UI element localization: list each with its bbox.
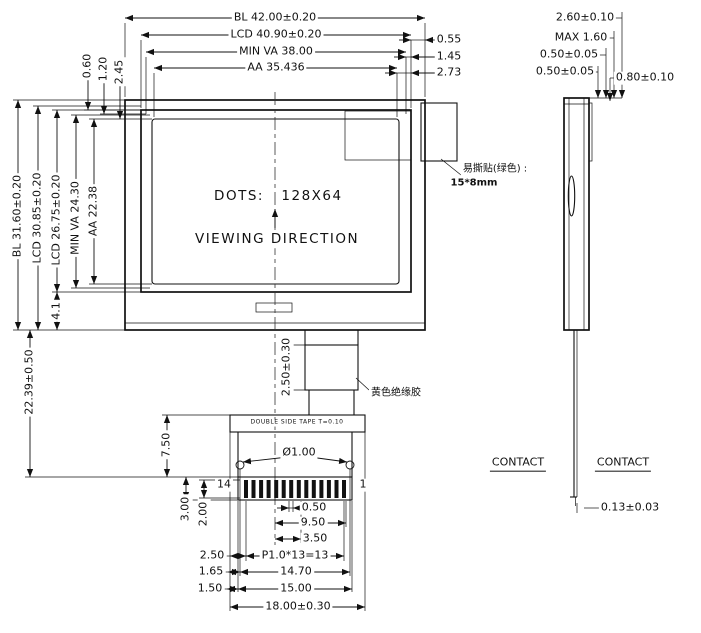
offset-right-2-label: 1.45 (434, 49, 464, 64)
offset-top-3-label: 2.45 (112, 57, 127, 87)
yellow-note-leader (355, 377, 370, 391)
dim-fpc-width-label: 15.00 (278, 581, 314, 596)
dim-pin-length-label: 2.00 (196, 499, 211, 529)
dim-aa-width-label: AA 35.436 (245, 60, 307, 75)
mount-hole-left (235, 460, 245, 470)
yellow-insulation-block (304, 344, 359, 391)
double-side-tape-bar (229, 414, 366, 433)
dim-9-50-label: 9.50 (298, 515, 328, 530)
dim-3-50-label: 3.50 (300, 531, 330, 546)
dim-glass-top-label: 0.50±0.05 (537, 47, 601, 62)
dim-total-thickness-label: 2.60±0.10 (553, 10, 617, 25)
pin-comb (244, 480, 346, 498)
dim-va-width-label: MIN VA 38.00 (237, 44, 315, 59)
dim-bl-width-label: BL 42.00±0.20 (231, 10, 319, 25)
dim-connector-height-label: 3.00 (178, 494, 193, 524)
offset-top-1-label: 0.60 (80, 51, 95, 81)
dim-hole-span-label: 14.70 (278, 564, 314, 579)
mount-hole-right (345, 460, 355, 470)
side-sticker-edge (588, 102, 593, 162)
peel-sticker-hatch (420, 102, 458, 162)
dim-fpc-length-label: 22.39±0.50 (22, 347, 37, 417)
dim-fpc-thickness-label: 0.13±0.03 (598, 500, 662, 515)
peel-sticker-note-line2: 15*8mm (448, 177, 500, 189)
bezel-slot-rect (255, 302, 293, 313)
peel-sticker-note-line1: 易撕贴(绿色) : (460, 163, 530, 175)
pin-number-right-label: 1 (357, 477, 369, 492)
contact-right-label: CONTACT (594, 456, 652, 472)
offset-top-2-label: 1.20 (96, 54, 111, 84)
sticker-leader-line (440, 158, 462, 176)
offset-right-3-label: 2.73 (434, 65, 464, 80)
connector-body-rect (237, 476, 353, 501)
side-outline (563, 97, 593, 506)
pin-number-left-label: 14 (215, 477, 233, 492)
fpc-outline (229, 330, 370, 501)
dim-sticker-thickness-label: 0.80±0.10 (613, 70, 677, 85)
dim-1-50-label: 1.50 (195, 581, 225, 596)
lcd-glass-rect (140, 109, 412, 293)
dim-va-height-label: MIN VA 24.30 (68, 179, 83, 257)
side-lens-mark (567, 175, 576, 217)
hole-diameter-label: Ø1.00 (280, 445, 318, 460)
dim-pitch-label: P1.0*13=13 (259, 548, 331, 563)
dim-tape-to-pins-label: 7.50 (159, 430, 174, 460)
sticker-front-rect (344, 110, 412, 161)
side-profile-rect (563, 97, 590, 331)
dots-label: DOTS: (212, 188, 266, 205)
dim-2-50-label: 2.50 (197, 548, 227, 563)
double-side-tape-label: DOUBLE SIDE TAPE T=0.10 (249, 418, 345, 427)
front-dimensions (13, 14, 437, 331)
dim-bottom-ledge-label: 4.1 (49, 300, 64, 322)
dim-1-65-label: 1.65 (196, 564, 226, 579)
dim-tape-width-label: 18.00±0.30 (263, 599, 333, 614)
dim-lcd-height-label: LCD 30.85±0.20 (30, 170, 45, 266)
active-area-rect (151, 118, 400, 285)
dim-max-thickness-label: MAX 1.60 (552, 30, 610, 45)
dim-yellow-tape-label: 2.50±0.30 (279, 335, 294, 399)
front-outline (124, 92, 462, 545)
dim-glass-bottom-label: 0.50±0.05 (533, 64, 597, 79)
yellow-tape-note: 黄色绝缘胶 (369, 387, 423, 399)
dots-value: 128X64 (279, 188, 345, 205)
viewing-direction-label: VIEWING DIRECTION (192, 231, 362, 248)
fpc-dimensions (25, 330, 366, 611)
offset-right-1-label: 0.55 (434, 32, 464, 47)
contact-left-label: CONTACT (489, 456, 547, 472)
dim-lcd-width-label: LCD 40.90±0.20 (228, 27, 324, 42)
dim-glass-height-label: LCD 26.75±0.20 (49, 172, 64, 268)
dim-bl-height-label: BL 31.60±0.20 (10, 172, 25, 260)
dim-aa-height-label: AA 22.38 (86, 183, 101, 239)
dim-pin-width-label: 0.50 (299, 500, 329, 515)
